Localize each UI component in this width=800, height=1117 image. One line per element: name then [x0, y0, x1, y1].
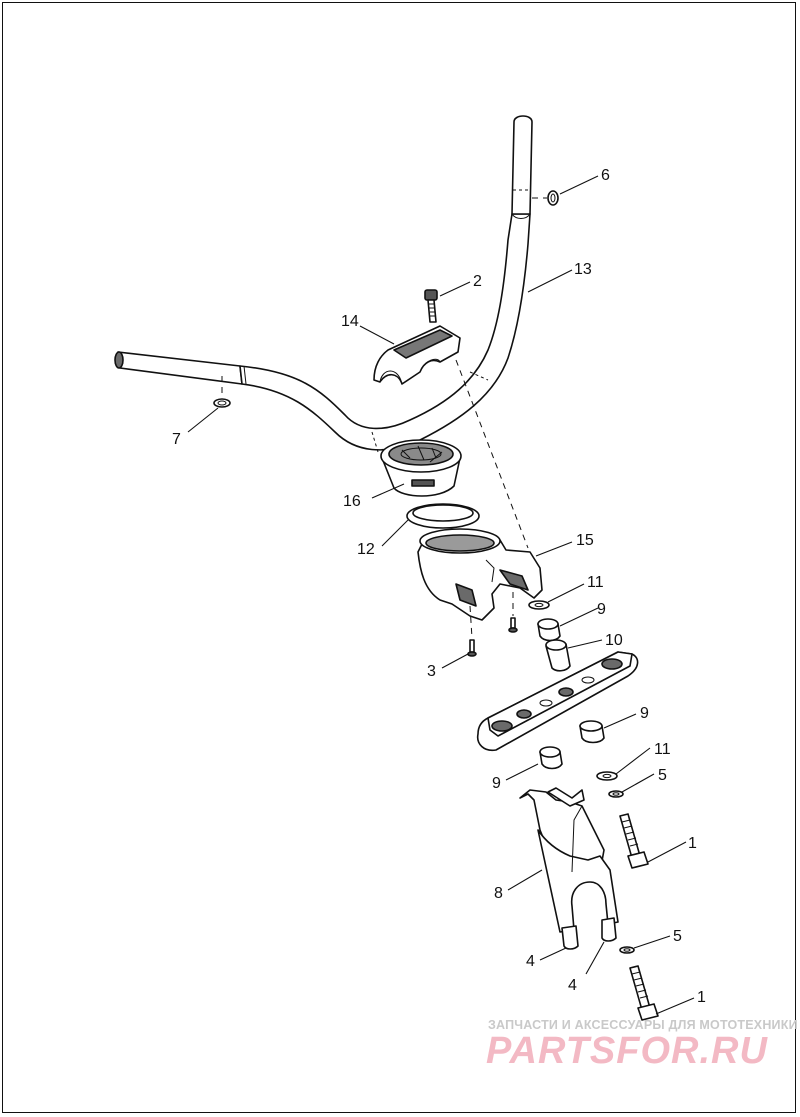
- callout-labels: 6 2 13 14 7 16 12 15 11 9 10 3 9 11 9 5 …: [172, 167, 706, 1006]
- callout-14: 14: [341, 313, 359, 330]
- washer-part-11-upper[interactable]: [528, 600, 550, 610]
- callout-9-lower: 9: [492, 775, 501, 792]
- retaining-ring-part-12[interactable]: [406, 503, 480, 529]
- callout-7: 7: [172, 431, 181, 448]
- spacer-part-10[interactable]: [545, 639, 571, 672]
- callout-12: 12: [357, 541, 375, 558]
- pin-part-4-right[interactable]: [601, 917, 617, 942]
- watermark-brand: PARTSFOR.RU: [486, 1030, 768, 1072]
- handlebar-part-13[interactable]: [114, 115, 533, 453]
- ring-part-6[interactable]: [547, 190, 559, 206]
- callout-1-upper: 1: [688, 835, 697, 852]
- callout-4-right: 4: [568, 977, 577, 994]
- clamp-bolt-part-2[interactable]: [424, 289, 438, 323]
- callout-11-lower: 11: [654, 741, 671, 758]
- lower-bracket-part-8[interactable]: [519, 787, 619, 933]
- bushing-part-9-lower[interactable]: [539, 746, 563, 770]
- callout-1-lower: 1: [697, 989, 706, 1006]
- callout-9-right: 9: [640, 705, 649, 722]
- washer-part-11-lower[interactable]: [596, 771, 618, 781]
- callout-15: 15: [576, 532, 594, 549]
- gauge-housing-part-16[interactable]: [380, 439, 462, 497]
- callout-4-left: 4: [526, 953, 535, 970]
- pin-part-4-left[interactable]: [561, 925, 579, 950]
- riser-plate[interactable]: [476, 651, 639, 752]
- bushing-part-9-upper[interactable]: [537, 618, 561, 642]
- bushing-part-9-right[interactable]: [579, 720, 605, 744]
- callout-3: 3: [427, 663, 436, 680]
- callout-5-upper: 5: [658, 767, 667, 784]
- leader-lines: [187, 175, 695, 1015]
- callout-9-upper: 9: [597, 601, 606, 618]
- watermark-tagline: ЗАПЧАСТИ И АКСЕССУАРЫ ДЛЯ МОТОТЕХНИКИ: [488, 1018, 798, 1032]
- lock-washer-part-5-lower[interactable]: [619, 946, 635, 954]
- callout-16: 16: [343, 493, 361, 510]
- callout-8: 8: [494, 885, 503, 902]
- bolt-part-1-lower[interactable]: [629, 965, 659, 1021]
- ring-part-7[interactable]: [213, 398, 231, 408]
- lock-washer-part-5-upper[interactable]: [608, 790, 624, 798]
- callout-13: 13: [574, 261, 592, 278]
- screw-part-3[interactable]: [467, 639, 477, 657]
- callout-10: 10: [605, 632, 623, 649]
- upper-clamp-part-14[interactable]: [373, 325, 461, 385]
- screw-part-3-b[interactable]: [508, 617, 518, 633]
- bolt-part-1-upper[interactable]: [619, 813, 649, 869]
- riser-mount-part-15[interactable]: [417, 528, 543, 621]
- callout-5-lower: 5: [673, 928, 682, 945]
- callout-11-upper: 11: [587, 574, 604, 591]
- callout-6: 6: [601, 167, 610, 184]
- callout-2: 2: [473, 273, 482, 290]
